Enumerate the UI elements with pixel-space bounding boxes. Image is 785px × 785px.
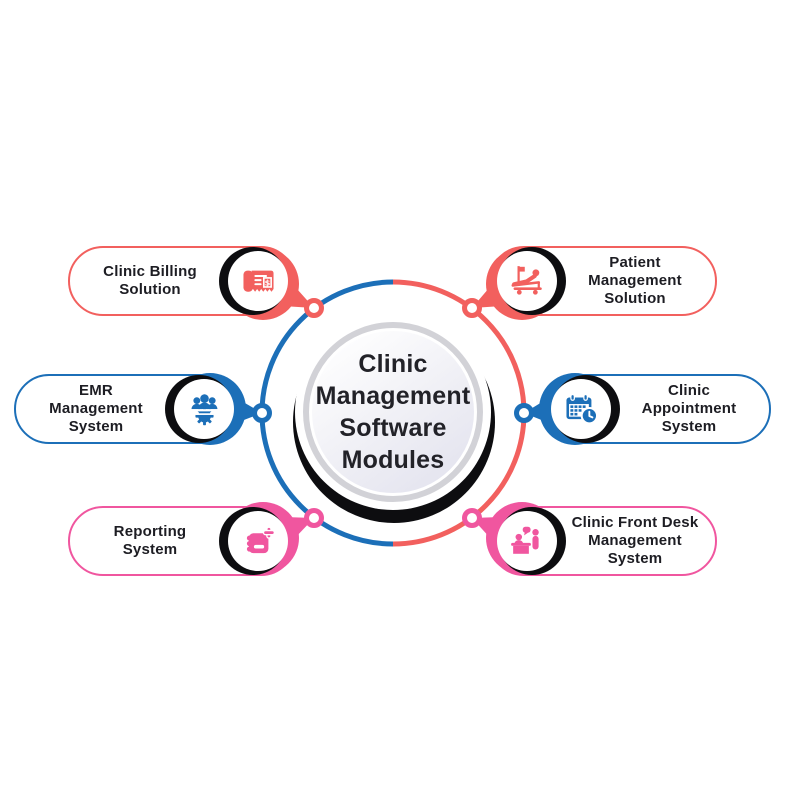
center-gray-ring <box>303 322 483 502</box>
module-label-line: Clinic <box>667 382 711 399</box>
calendar-clock-icon <box>565 393 598 424</box>
center-title: Clinic Management Software Modules <box>312 331 474 493</box>
patient-bed-icon <box>511 265 542 295</box>
node-dot-appointment <box>514 403 534 423</box>
center-title-line: Software <box>339 414 447 442</box>
module-label-line: Management <box>49 400 143 417</box>
module-icon-bubble-emr <box>162 367 246 451</box>
module-label-line: Management <box>588 532 682 549</box>
module-label-line: Appointment <box>641 400 737 417</box>
node-dot-reporting <box>304 508 324 528</box>
module-label-line: System <box>607 550 663 567</box>
module-label-line: System <box>661 418 717 435</box>
front-desk-icon <box>510 526 539 554</box>
node-dot-billing <box>304 298 324 318</box>
module-label-line: Reporting <box>113 523 187 540</box>
module-icon-bubble-appointment <box>539 367 623 451</box>
module-label-line: Management <box>588 272 682 289</box>
center-circle: Clinic Management Software Modules <box>295 314 491 510</box>
node-dot-front-desk <box>462 508 482 528</box>
module-icon-bubble-front-desk <box>485 499 569 583</box>
icon-face: $ <box>228 251 288 311</box>
module-label-line: Clinic Front Desk <box>571 514 699 531</box>
center-title-line: Clinic <box>358 350 428 378</box>
emr-team-gear-icon <box>191 393 217 425</box>
node-dot-patient <box>462 298 482 318</box>
module-label-line: Clinic Billing <box>103 263 197 280</box>
module-icon-bubble-reporting <box>216 499 300 583</box>
module-icon-bubble-billing: $ <box>216 239 300 323</box>
invoice-icon: $ <box>242 270 274 292</box>
module-label-line: System <box>68 418 124 435</box>
node-dot-emr <box>252 403 272 423</box>
module-label-line: System <box>122 541 178 558</box>
module-icon-bubble-patient <box>485 239 569 323</box>
icon-face <box>497 251 557 311</box>
module-label-line: Solution <box>604 290 666 307</box>
module-label-line: EMR <box>79 382 113 399</box>
module-label-line: Solution <box>119 281 181 298</box>
icon-face <box>174 379 234 439</box>
module-label-line: Patient <box>609 254 661 271</box>
report-icon <box>246 525 275 553</box>
svg-text:$: $ <box>264 277 270 287</box>
icon-face <box>228 511 288 571</box>
icon-face <box>551 379 611 439</box>
icon-face <box>497 511 557 571</box>
center-title-line: Modules <box>341 446 445 474</box>
center-title-line: Management <box>315 382 471 410</box>
